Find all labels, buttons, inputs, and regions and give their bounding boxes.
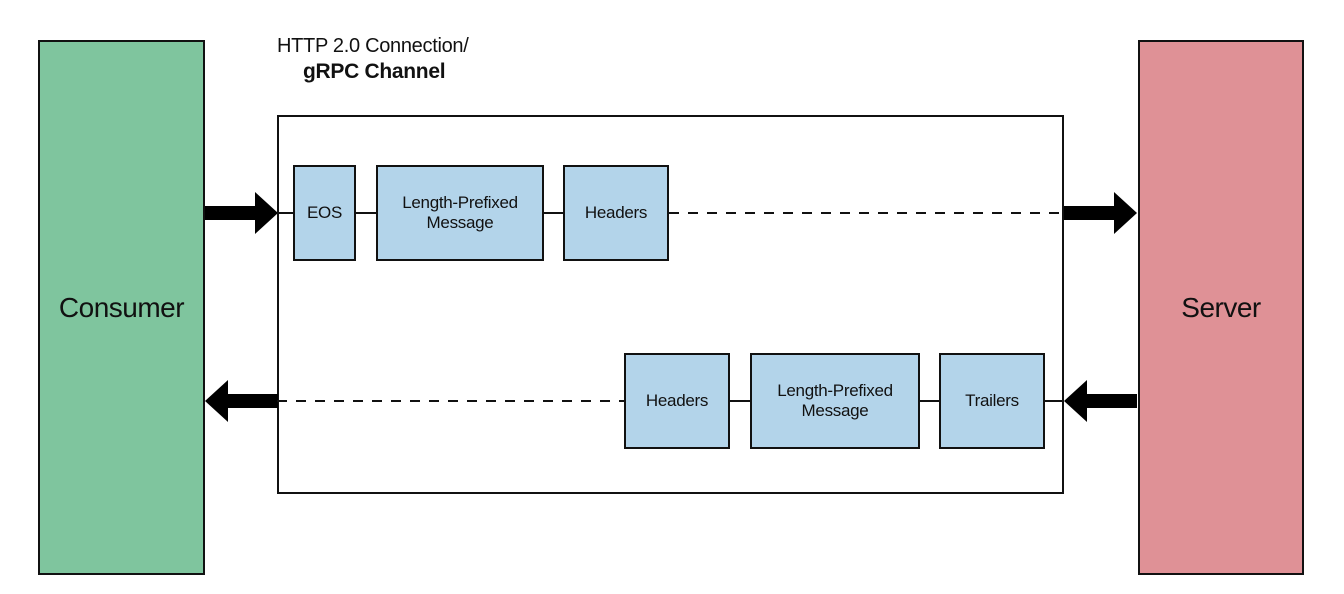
arrow-shaft — [1085, 394, 1137, 408]
channel-title-line2: gRPC Channel — [303, 60, 446, 83]
server-label: Server — [1181, 291, 1261, 323]
frame-label: Trailers — [965, 390, 1019, 410]
arrow-right-icon — [255, 192, 278, 234]
connector-line — [920, 400, 939, 402]
arrow-consumer-to-channel — [205, 192, 278, 234]
arrow-shaft — [1064, 206, 1116, 220]
connector-line — [356, 212, 376, 214]
frame-label: EOS — [306, 202, 342, 222]
request-dashed-line — [669, 212, 1064, 214]
response-length-prefixed-message-box: Length-Prefixed Message — [750, 353, 920, 449]
eos-frame-box: EOS — [293, 165, 356, 261]
frame-label: Length-Prefixed Message — [402, 192, 518, 232]
arrow-channel-to-consumer — [205, 380, 278, 422]
arrow-shaft — [205, 206, 257, 220]
connector-line — [1045, 400, 1064, 402]
arrow-channel-to-server — [1064, 192, 1137, 234]
arrow-server-to-channel — [1064, 380, 1137, 422]
request-headers-box: Headers — [563, 165, 669, 261]
consumer-label: Consumer — [58, 291, 185, 323]
response-headers-box: Headers — [624, 353, 730, 449]
arrow-left-icon — [205, 380, 228, 422]
arrow-shaft — [226, 394, 278, 408]
server-box: Server — [1138, 40, 1304, 575]
connector-line — [730, 400, 750, 402]
connector-line — [544, 212, 563, 214]
connector-line — [277, 212, 293, 214]
channel-title-line1: HTTP 2.0 Connection/ — [277, 35, 469, 57]
arrow-left-icon — [1064, 380, 1087, 422]
channel-title: HTTP 2.0 Connection/ gRPC Channel — [277, 34, 469, 85]
response-dashed-line — [277, 400, 624, 402]
request-length-prefixed-message-box: Length-Prefixed Message — [376, 165, 544, 261]
frame-label: Headers — [584, 202, 648, 222]
frame-label: Headers — [645, 390, 709, 410]
frame-label: Length-Prefixed Message — [777, 380, 893, 420]
trailers-frame-box: Trailers — [939, 353, 1045, 449]
arrow-right-icon — [1114, 192, 1137, 234]
consumer-box: Consumer — [38, 40, 205, 575]
